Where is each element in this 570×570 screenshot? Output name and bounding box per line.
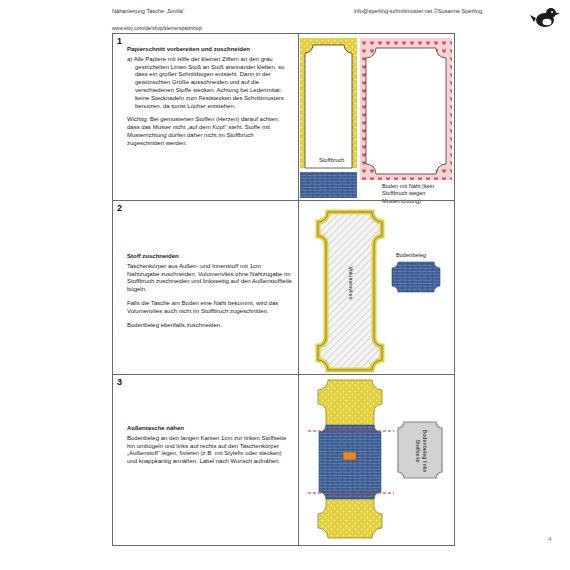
instruction-cell: 1Papierschnitt vorbereiten und zuschneid… [112,33,299,201]
bottom-facing-wrong-side [398,422,442,478]
step-body: Bodenbeleg ebenfalls zuschneiden. [127,322,292,330]
seam-line [308,493,394,494]
shop-url: www.etsy.com/de/shop/kleinerspatzshop [112,25,202,32]
instruction-cell: 2Stoff zuschneidenTaschenkörper aus Auße… [112,200,299,375]
step-heading: Außentasche nähen [127,425,292,433]
yellow-fabric [300,38,357,168]
running-header: Nähanleitung Tasche „Smilla“ [112,8,185,15]
piece-label: Bodenbeleg linke Stoffseite [414,427,429,475]
note-label: Boden mit Naht (kein Stoffbruch wegen Mu… [382,183,452,205]
page-number: 4 [548,536,551,544]
pattern-piece [366,48,446,174]
step-number: 2 [117,203,122,215]
step-body: Bodenbeleg an den langen Kanten 1cm zur … [127,435,292,466]
step-text: Außentasche nähenBodenbeleg an den lange… [127,425,292,472]
heart-fabric [360,38,452,180]
step-heading: Papierschnitt vorbereiten und zuschneide… [127,46,292,54]
contact-header: info@sperling-schnittmuster.net ©Susanne… [354,8,482,15]
piece-label: Bodenbeleg [396,252,426,259]
illustration-cell: Volumenvlies Bodenbeleg [298,200,455,375]
step-number: 1 [117,36,122,48]
step-body: Falls die Tasche am Boden eine Naht beko… [127,300,292,316]
denim-fabric [300,172,357,198]
instruction-cell: 3Außentasche nähenBodenbeleg an den lang… [112,374,299,546]
step-text: Stoff zuschneidenTaschenkörper aus Außen… [127,253,292,335]
step-body: Wichtig: Bei gemusterten Stoffen (Herzen… [127,116,292,147]
bag-body-piece [318,212,382,370]
bag-body-outer [318,380,382,538]
pattern-piece [305,45,352,168]
illustration-cell: Bodenbeleg linke Stoffseite [298,374,455,546]
label-patch [343,452,356,460]
step-body: a) Alle Papiere mit Hilfe der kleinen Zi… [127,56,292,111]
piece-label: Volumenvlies [346,267,353,300]
fold-label: Stoffbruch [319,157,344,164]
seam-line [308,431,394,432]
illustration-cell: StoffbruchBoden mit Naht (kein Stoffbruc… [298,33,455,201]
step-heading: Stoff zuschneiden [127,253,292,261]
bottom-facing-piece [392,262,440,292]
bag-body-outline [318,212,382,370]
step-body: Taschenkörper aus Außen- und Innenstoff … [127,263,292,294]
step-text: Papierschnitt vorbereiten und zuschneide… [127,46,292,154]
bird-logo [530,8,560,27]
step-number: 3 [117,377,122,389]
bottom-facing-sewn [319,425,381,499]
